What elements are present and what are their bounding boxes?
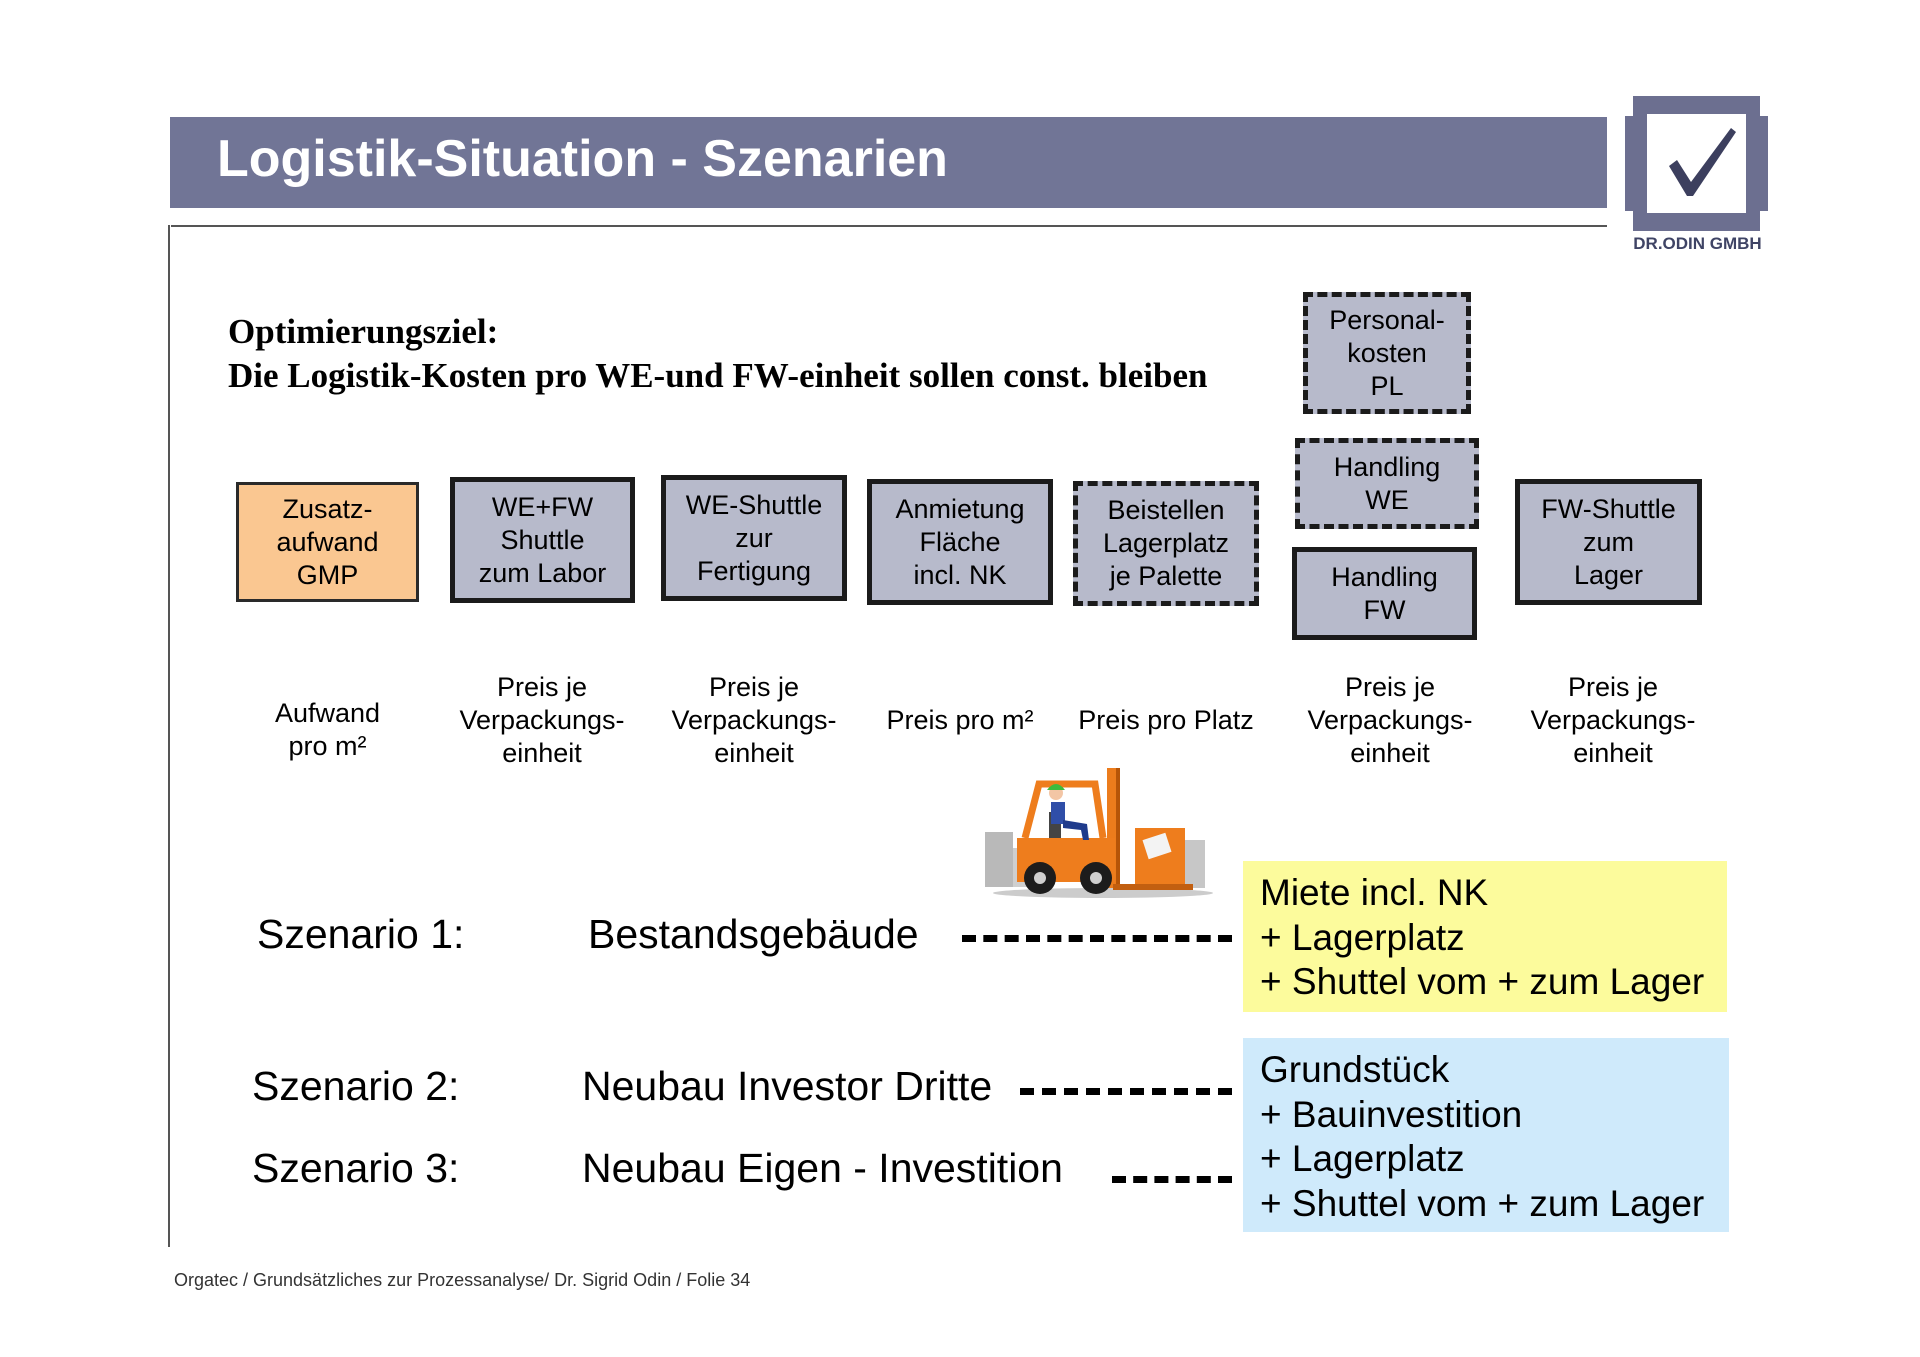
result-line: Miete incl. NK — [1260, 872, 1489, 913]
unit-label: Preis je Verpackungs- einheit — [671, 671, 837, 768]
scenario-1-connector — [962, 935, 1232, 942]
unit-label: Preis pro Platz — [1078, 704, 1254, 735]
box-handling-fw: Handling FW — [1292, 547, 1477, 640]
box-we-fw-shuttle: WE+FW Shuttle zum Labor — [450, 477, 635, 603]
result-line: + Shuttel vom + zum Lager — [1260, 961, 1705, 1002]
forklift-illustration — [985, 768, 1213, 898]
frame-left-line — [168, 225, 170, 1247]
goal-heading: Optimierungsziel: — [228, 312, 499, 351]
box-we-shuttle-fertigung: WE-Shuttle zur Fertigung — [661, 475, 847, 601]
scenario-2-connector — [1020, 1088, 1232, 1095]
scenario-2-description: Neubau Investor Dritte — [582, 1063, 993, 1109]
box-beistellen-lagerplatz: Beistellen Lagerplatz je Palette — [1073, 481, 1259, 606]
scenario-2-label: Szenario 2: — [252, 1063, 460, 1109]
unit-label: Preis je Verpackungs- einheit — [459, 671, 625, 768]
result-line: + Bauinvestition — [1260, 1093, 1523, 1135]
unit-label: Preis je Verpackungs- einheit — [1530, 671, 1696, 768]
unit-label: Preis pro m² — [886, 704, 1034, 735]
goal-statement: Die Logistik-Kosten pro WE-und FW-einhei… — [228, 356, 1208, 395]
slide-title: Logistik-Situation - Szenarien — [217, 130, 948, 188]
result-line: + Lagerplatz — [1260, 1138, 1465, 1179]
result-line: + Lagerplatz — [1260, 916, 1465, 958]
unit-label: Aufwand pro m² — [274, 698, 381, 761]
frame-top-line — [171, 225, 1607, 227]
scenario-1-result: Miete incl. NK + Lagerplatz + Shuttel vo… — [1243, 861, 1727, 1012]
title-bar: Logistik-Situation - Szenarien — [170, 117, 1607, 208]
scenario-1-description: Bestandsgebäude — [588, 911, 919, 957]
unit-label: Preis je Verpackungs- einheit — [1307, 671, 1473, 768]
result-line: Grundstück — [1260, 1049, 1450, 1090]
scenario-3-label: Szenario 3: — [252, 1145, 460, 1191]
box-handling-we: Handling WE — [1295, 438, 1479, 529]
scenario-3-connector — [1112, 1176, 1232, 1183]
checkmark-logo-icon — [1625, 96, 1768, 231]
box-personalkosten: Personal- kosten PL — [1303, 292, 1471, 414]
box-zusatzaufwand-gmp: Zusatz- aufwand GMP — [236, 482, 419, 602]
scenario-1-label: Szenario 1: — [257, 911, 465, 957]
box-fw-shuttle-lager: FW-Shuttle zum Lager — [1515, 479, 1702, 605]
company-name: DR.ODIN GMBH — [1633, 234, 1762, 253]
footer-text: Orgatec / Grundsätzliches zur Prozessana… — [174, 1270, 751, 1290]
result-line: + Shuttel vom + zum Lager — [1260, 1182, 1705, 1224]
scenario-2-3-result: Grundstück + Bauinvestition + Lagerplatz… — [1243, 1038, 1729, 1232]
scenario-3-description: Neubau Eigen - Investition — [582, 1145, 1063, 1191]
box-anmietung-flaeche: Anmietung Fläche incl. NK — [867, 479, 1053, 605]
